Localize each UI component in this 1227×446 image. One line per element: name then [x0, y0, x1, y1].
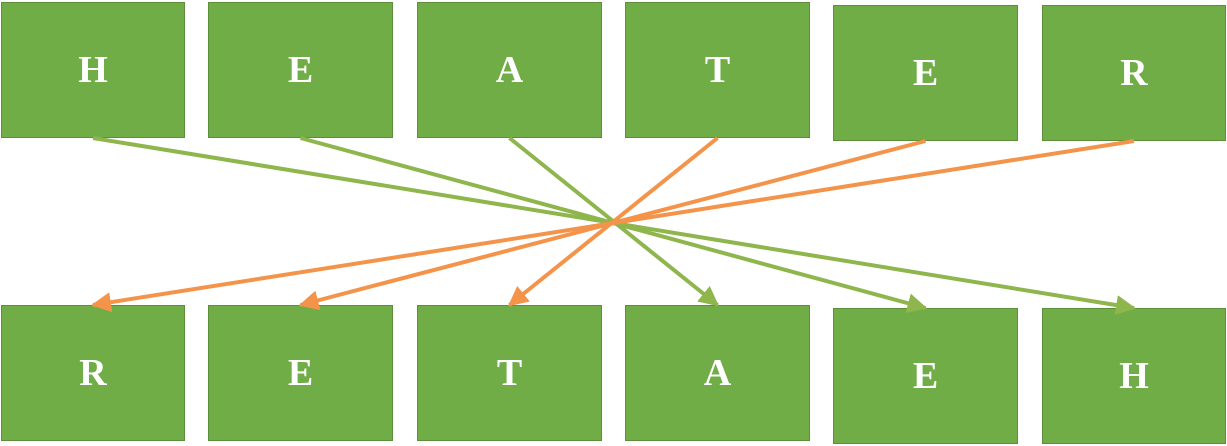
top-letter-box-5: E: [833, 5, 1018, 141]
bottom-letter-1: R: [79, 352, 107, 394]
top-letter-1: H: [78, 49, 108, 91]
top-letter-3: A: [495, 49, 524, 91]
bottom-letter-4: A: [703, 352, 732, 394]
bottom-letter-5: E: [912, 355, 939, 397]
bottom-letter-box-6: H: [1042, 308, 1226, 444]
bottom-letter-box-5: E: [833, 308, 1018, 444]
bottom-letter-box-1: R: [1, 305, 185, 441]
top-letter-2: E: [287, 49, 314, 91]
top-letter-4: T: [704, 49, 731, 91]
bottom-letter-box-3: T: [417, 305, 602, 441]
top-letter-box-2: E: [208, 2, 393, 138]
bottom-letter-3: T: [496, 352, 523, 394]
bottom-letter-box-4: A: [625, 305, 810, 441]
bottom-letter-2: E: [287, 352, 314, 394]
bottom-letter-box-2: E: [208, 305, 393, 441]
top-letter-box-4: T: [625, 2, 810, 138]
arrow-6-to-1: [91, 139, 1135, 313]
top-letter-box-3: A: [417, 2, 602, 138]
bottom-letter-6: H: [1119, 355, 1149, 397]
top-letter-6: R: [1120, 52, 1148, 94]
top-letter-box-6: R: [1042, 5, 1226, 141]
top-letter-5: E: [912, 52, 939, 94]
top-letter-box-1: H: [1, 2, 185, 138]
